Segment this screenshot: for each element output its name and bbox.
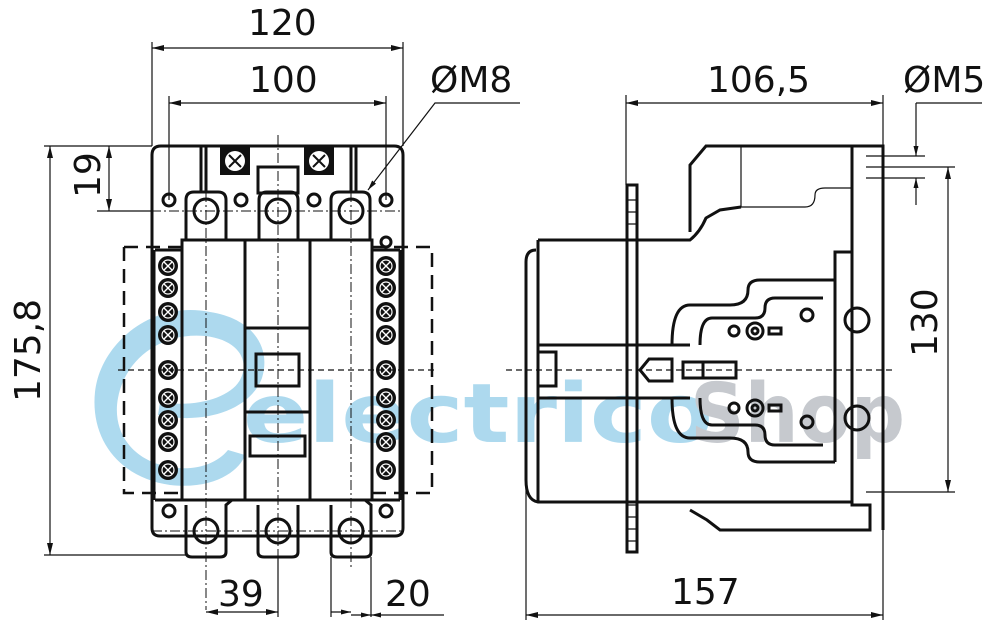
aux-screw-icon: [376, 388, 396, 408]
dim-terminal-width: 20: [385, 574, 431, 615]
dim-mount-width: 100: [249, 60, 318, 101]
watermark-text-shop: Shop: [690, 367, 905, 462]
side-view: [506, 144, 893, 554]
side-dimensions: 106,5 ØM5 130 157: [525, 60, 985, 620]
aux-screw-icon: [158, 278, 178, 298]
dim-mount-height: 130: [905, 288, 946, 357]
aux-screw-icon: [376, 325, 396, 345]
aux-screw-icon: [158, 388, 178, 408]
dim-terminal-pitch: 39: [218, 574, 264, 615]
aux-screw-icon: [158, 432, 178, 452]
watermark-logo-icon: [94, 310, 265, 486]
front-dimensions: 120 100 ØM8 19 175,8 39 20: [8, 3, 520, 618]
aux-screw-icon: [158, 410, 178, 430]
din-rail: [625, 183, 639, 554]
aux-screw-icon: [158, 256, 178, 276]
left-aux-contacts: [152, 250, 184, 500]
dim-depth-overall: 157: [671, 572, 740, 613]
aux-screw-icon: [376, 432, 396, 452]
callout-thread-m5: ØM5: [903, 60, 985, 101]
dim-depth-top: 106,5: [707, 60, 810, 101]
dim-overall-width: 120: [248, 3, 317, 44]
watermark-text-electrico: electrico: [243, 367, 713, 462]
aux-screw-icon: [376, 460, 396, 480]
dim-top-offset: 19: [68, 152, 109, 198]
callout-thread-m8: ØM8: [430, 60, 512, 101]
aux-screw-icon: [376, 256, 396, 276]
aux-screw-icon: [158, 325, 178, 345]
right-aux-contacts: [370, 250, 402, 500]
dim-overall-height: 175,8: [8, 299, 49, 402]
aux-screw-icon: [158, 460, 178, 480]
front-view: [97, 135, 437, 610]
front-base-plate: [150, 144, 405, 538]
aux-screw-icon: [376, 278, 396, 298]
top-aux-terminals: [220, 147, 334, 175]
aux-screw-icon: [376, 410, 396, 430]
aux-screw-icon: [158, 302, 178, 322]
watermark: electrico Shop: [94, 310, 905, 486]
aux-screw-icon: [376, 302, 396, 322]
